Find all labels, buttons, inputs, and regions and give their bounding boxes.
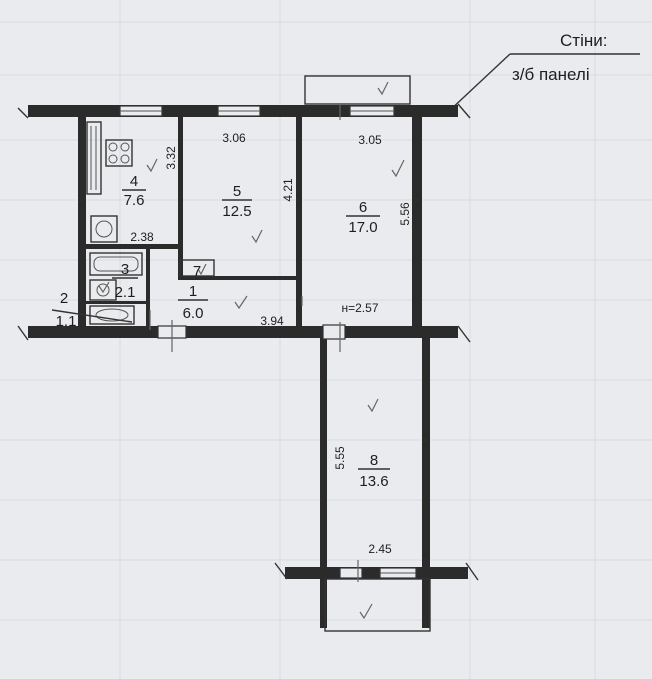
room-7-number: 7: [193, 263, 201, 280]
wall-under-4: [86, 244, 183, 249]
wall-bottom: [28, 326, 458, 338]
dimensions: 3.06 3.05 3.32 4.21 5.56 2.38 3.94 н=2.5…: [130, 131, 412, 556]
dim-2-38: 2.38: [130, 230, 154, 244]
room-6-number: 6: [359, 199, 367, 216]
wall-loggia-left: [320, 338, 327, 628]
wall-5-6: [296, 117, 302, 327]
ceiling-height: н=2.57: [342, 301, 379, 315]
legend-title: Стіни:: [560, 31, 607, 50]
legend-leader: [447, 53, 511, 113]
room-1-number: 1: [189, 283, 197, 300]
legend-subtitle: з/б панелі: [512, 65, 590, 84]
room-5-area: 12.5: [222, 203, 251, 220]
room-5-number: 5: [233, 183, 241, 200]
room-2-area: 1.1: [56, 313, 77, 330]
wall-ticks: [149, 103, 359, 582]
wall-3-2: [86, 301, 146, 304]
door-loggia: [322, 324, 346, 340]
check-icon: [367, 398, 379, 413]
room-8-area: 13.6: [359, 473, 388, 490]
room-4-number: 4: [130, 173, 138, 190]
room-labels: 4 7.6 5 12.5 6 17.0 3 2.1 2 1.1 1 6.0 7 …: [56, 173, 390, 490]
check-icon: [146, 158, 158, 173]
check-icon: [98, 281, 110, 294]
dim-3-32: 3.32: [164, 146, 178, 170]
room-1-area: 6.0: [183, 305, 204, 322]
room-3-area: 2.1: [115, 284, 136, 301]
wall-loggia-right: [422, 338, 430, 628]
dim-5-56: 5.56: [398, 202, 412, 226]
room-6-area: 17.0: [348, 219, 377, 236]
toilet-leader: [51, 309, 133, 323]
kitchen-sink-icon: [90, 215, 118, 243]
dim-3-94: 3.94: [260, 314, 284, 328]
dim-4-21: 4.21: [281, 178, 295, 202]
dim-2-45: 2.45: [368, 542, 392, 556]
wall-right: [412, 117, 422, 326]
dim-3-05: 3.05: [358, 133, 382, 147]
balcony-top: [304, 75, 411, 105]
check-marks: [98, 81, 405, 620]
room-3-number: 3: [121, 261, 129, 278]
balcony-bottom: [324, 578, 431, 632]
wall-under-5: [178, 276, 302, 280]
closet-7: [179, 259, 215, 277]
legend: Стіни: з/б панелі: [447, 31, 640, 113]
check-icon: [377, 81, 389, 96]
stove-icon: [105, 139, 133, 167]
wall-4-5: [178, 117, 183, 277]
room-4-area: 7.6: [124, 192, 145, 209]
dim-3-06: 3.06: [222, 131, 246, 145]
wall-loggia-bottom: [285, 567, 468, 579]
check-icon: [391, 159, 405, 178]
wall-bath-right: [146, 249, 150, 326]
wall-left: [78, 117, 86, 326]
fixtures: [51, 121, 215, 325]
dim-5-55: 5.55: [333, 446, 347, 470]
check-icon: [359, 603, 373, 620]
bath-sink-icon: [89, 279, 117, 301]
door-balcony: [339, 567, 363, 579]
check-icon: [197, 263, 207, 276]
balcony-top-outline: [304, 75, 411, 105]
room-2-number: 2: [60, 290, 68, 307]
room-8-number: 8: [370, 452, 378, 469]
check-icon: [234, 295, 248, 310]
check-icon: [251, 229, 263, 244]
windows: [119, 105, 417, 579]
kitchen-counter: [86, 121, 102, 195]
bathtub-icon: [89, 252, 143, 276]
